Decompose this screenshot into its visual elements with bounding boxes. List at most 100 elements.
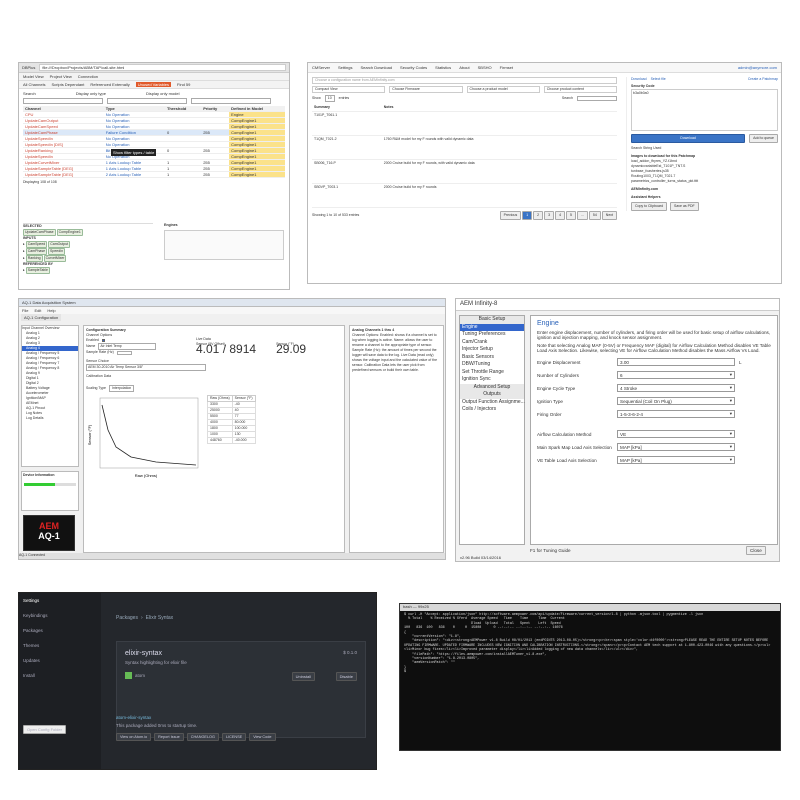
package-link[interactable]: LICENSE (221, 733, 247, 741)
field-value[interactable]: MAP [kPa]▾ (617, 456, 735, 464)
subtab-3[interactable]: Unused Variables (135, 82, 172, 87)
sidebar-item[interactable]: Updates (23, 658, 40, 663)
subtab-4[interactable]: Find 59 (177, 82, 191, 87)
sensor-select[interactable]: AEM 30-2010 Air Temp Sensor 3/8" (86, 364, 206, 371)
tree-item[interactable]: Battery Voltage (26, 386, 50, 390)
tree-item[interactable]: Analog / Frequency 8 (26, 366, 60, 370)
nav-item[interactable]: Output Function Assignme... (462, 398, 525, 405)
nav-3[interactable]: Security Codes (400, 65, 428, 70)
tree-item[interactable]: Digital 2 (26, 381, 39, 385)
package-subtitle[interactable]: atom-elixir-syntax (116, 715, 152, 720)
tree-item[interactable]: Digital 1 (26, 376, 39, 380)
field-value[interactable]: VE▾ (617, 430, 735, 438)
page-link[interactable]: 54 (588, 211, 601, 220)
download-link[interactable]: Download (631, 77, 647, 81)
col-3[interactable]: Priority (201, 106, 230, 113)
scaling-select[interactable]: Interpolation (108, 385, 135, 392)
tab-2[interactable]: Connection (77, 74, 99, 79)
filter-type-select[interactable] (107, 98, 187, 104)
tree-item[interactable]: AEMnet (26, 401, 39, 405)
tab-0[interactable]: Model View (23, 74, 44, 79)
subtab-0[interactable]: All Channels (23, 82, 46, 87)
nav-item[interactable]: Outputs (460, 391, 524, 399)
page-link[interactable]: ... (576, 211, 588, 220)
nav-0[interactable]: CMServer (312, 65, 331, 70)
tree-item[interactable]: Log Notes (26, 411, 42, 415)
cal-cell[interactable]: -40.000 (231, 437, 256, 444)
table-row[interactable]: UpdateSampleTable [DEG]1 Axis Lookup Tab… (23, 165, 285, 173)
page-link[interactable]: 3 (544, 211, 555, 220)
table-search-input[interactable] (577, 96, 617, 101)
rate-select[interactable] (116, 350, 132, 355)
tree-item[interactable]: AQ-1 Pinout (26, 406, 46, 410)
disable-button[interactable]: Disable (335, 672, 357, 681)
tree-item[interactable]: Analog 2 (26, 336, 40, 340)
sidebar-item[interactable]: Keybindings (23, 613, 48, 618)
page-link[interactable]: Previous (499, 211, 522, 220)
page-link[interactable]: Next (601, 211, 617, 220)
nav-item[interactable]: Tuning Preferences (462, 331, 506, 337)
nav-7[interactable]: Firmset (499, 65, 513, 70)
tree-item[interactable]: Analog / Frequency 6 (26, 356, 60, 360)
url-field[interactable]: file:///Dropbox/Projects/ABM/TAP/call-si… (39, 64, 286, 71)
nav-4[interactable]: Statistics (435, 65, 452, 70)
tree-item[interactable]: Analog / Frequency 5 (26, 351, 60, 355)
tree-item[interactable]: Analog 1 (26, 331, 40, 335)
cal-cell[interactable]: 448760 (207, 437, 233, 444)
menu-2[interactable]: Help (47, 308, 56, 313)
breadcrumb-packages[interactable]: Packages (116, 615, 138, 621)
tree-item[interactable]: Analog 4 (22, 346, 78, 351)
config-search-input[interactable]: Choose a configuration name from AEMInfi… (312, 77, 617, 84)
field-value[interactable]: 1-5-3-6-2-4▾ (617, 410, 735, 418)
col-4[interactable]: Defined in Model (229, 106, 285, 113)
page-link[interactable]: 1 (522, 211, 533, 220)
filter-select-0[interactable]: Compact View (312, 86, 386, 93)
open-config-button[interactable]: Open Config Folder (23, 725, 66, 734)
table-row[interactable]: UpdateSampleTable [DEG]2 Axis Lookup Tab… (23, 171, 285, 179)
author-name[interactable]: atom (135, 673, 146, 678)
enabled-checkbox[interactable] (101, 339, 105, 342)
sidebar-item[interactable]: Packages (23, 628, 43, 633)
filter-select-3[interactable]: Choose product content (543, 86, 617, 93)
close-button[interactable]: Close (746, 546, 766, 555)
tree-item[interactable]: Ignition/MAP (26, 396, 46, 400)
nav-item[interactable]: Basic Sensors (462, 353, 494, 360)
filter-model-select[interactable] (191, 98, 271, 104)
copy-clipboard-button[interactable]: Copy to Clipboard (631, 202, 668, 211)
field-value[interactable]: Sequential (Coil On Plug)▾ (617, 397, 735, 405)
nav-item[interactable]: Ignition Sync (462, 376, 491, 382)
sidebar-item[interactable]: Themes (23, 643, 40, 648)
name-input[interactable]: Air Inlet Temp (98, 343, 156, 350)
create-patchmap-link[interactable]: Create a Patchmap (747, 77, 778, 81)
nav-item[interactable]: Set Throttle Range (462, 368, 504, 375)
col-1[interactable]: Type (103, 106, 165, 113)
package-link[interactable]: View Code (249, 733, 276, 741)
nav-item[interactable]: Basic Setup (460, 316, 524, 324)
sidebar-item[interactable]: Install (23, 673, 35, 678)
entries-select[interactable]: 10 (324, 95, 335, 102)
menu-1[interactable]: Edit (34, 308, 42, 313)
nav-5[interactable]: About (459, 65, 470, 70)
uninstall-button[interactable]: Uninstall (291, 672, 315, 681)
add-queue-button[interactable]: Add to queue (749, 134, 778, 143)
col-0[interactable]: Channel (23, 106, 104, 113)
menu-0[interactable]: File (22, 308, 29, 313)
field-value[interactable]: 3.00 (617, 358, 735, 366)
package-link[interactable]: CHANGELOG (186, 733, 219, 741)
nav-2[interactable]: Search Download (360, 65, 393, 70)
nav-1[interactable]: Settings (338, 65, 353, 70)
nav-item[interactable]: Injector Setup (462, 346, 493, 352)
package-link[interactable]: View on Atom.io (116, 733, 152, 741)
subtab-1[interactable]: Scripts Dependant (51, 82, 85, 87)
filter-select-1[interactable]: Choose Firmware (389, 86, 463, 93)
table-row[interactable]: T101P_T061.1 (312, 111, 617, 136)
download-button[interactable]: Download (631, 134, 746, 143)
